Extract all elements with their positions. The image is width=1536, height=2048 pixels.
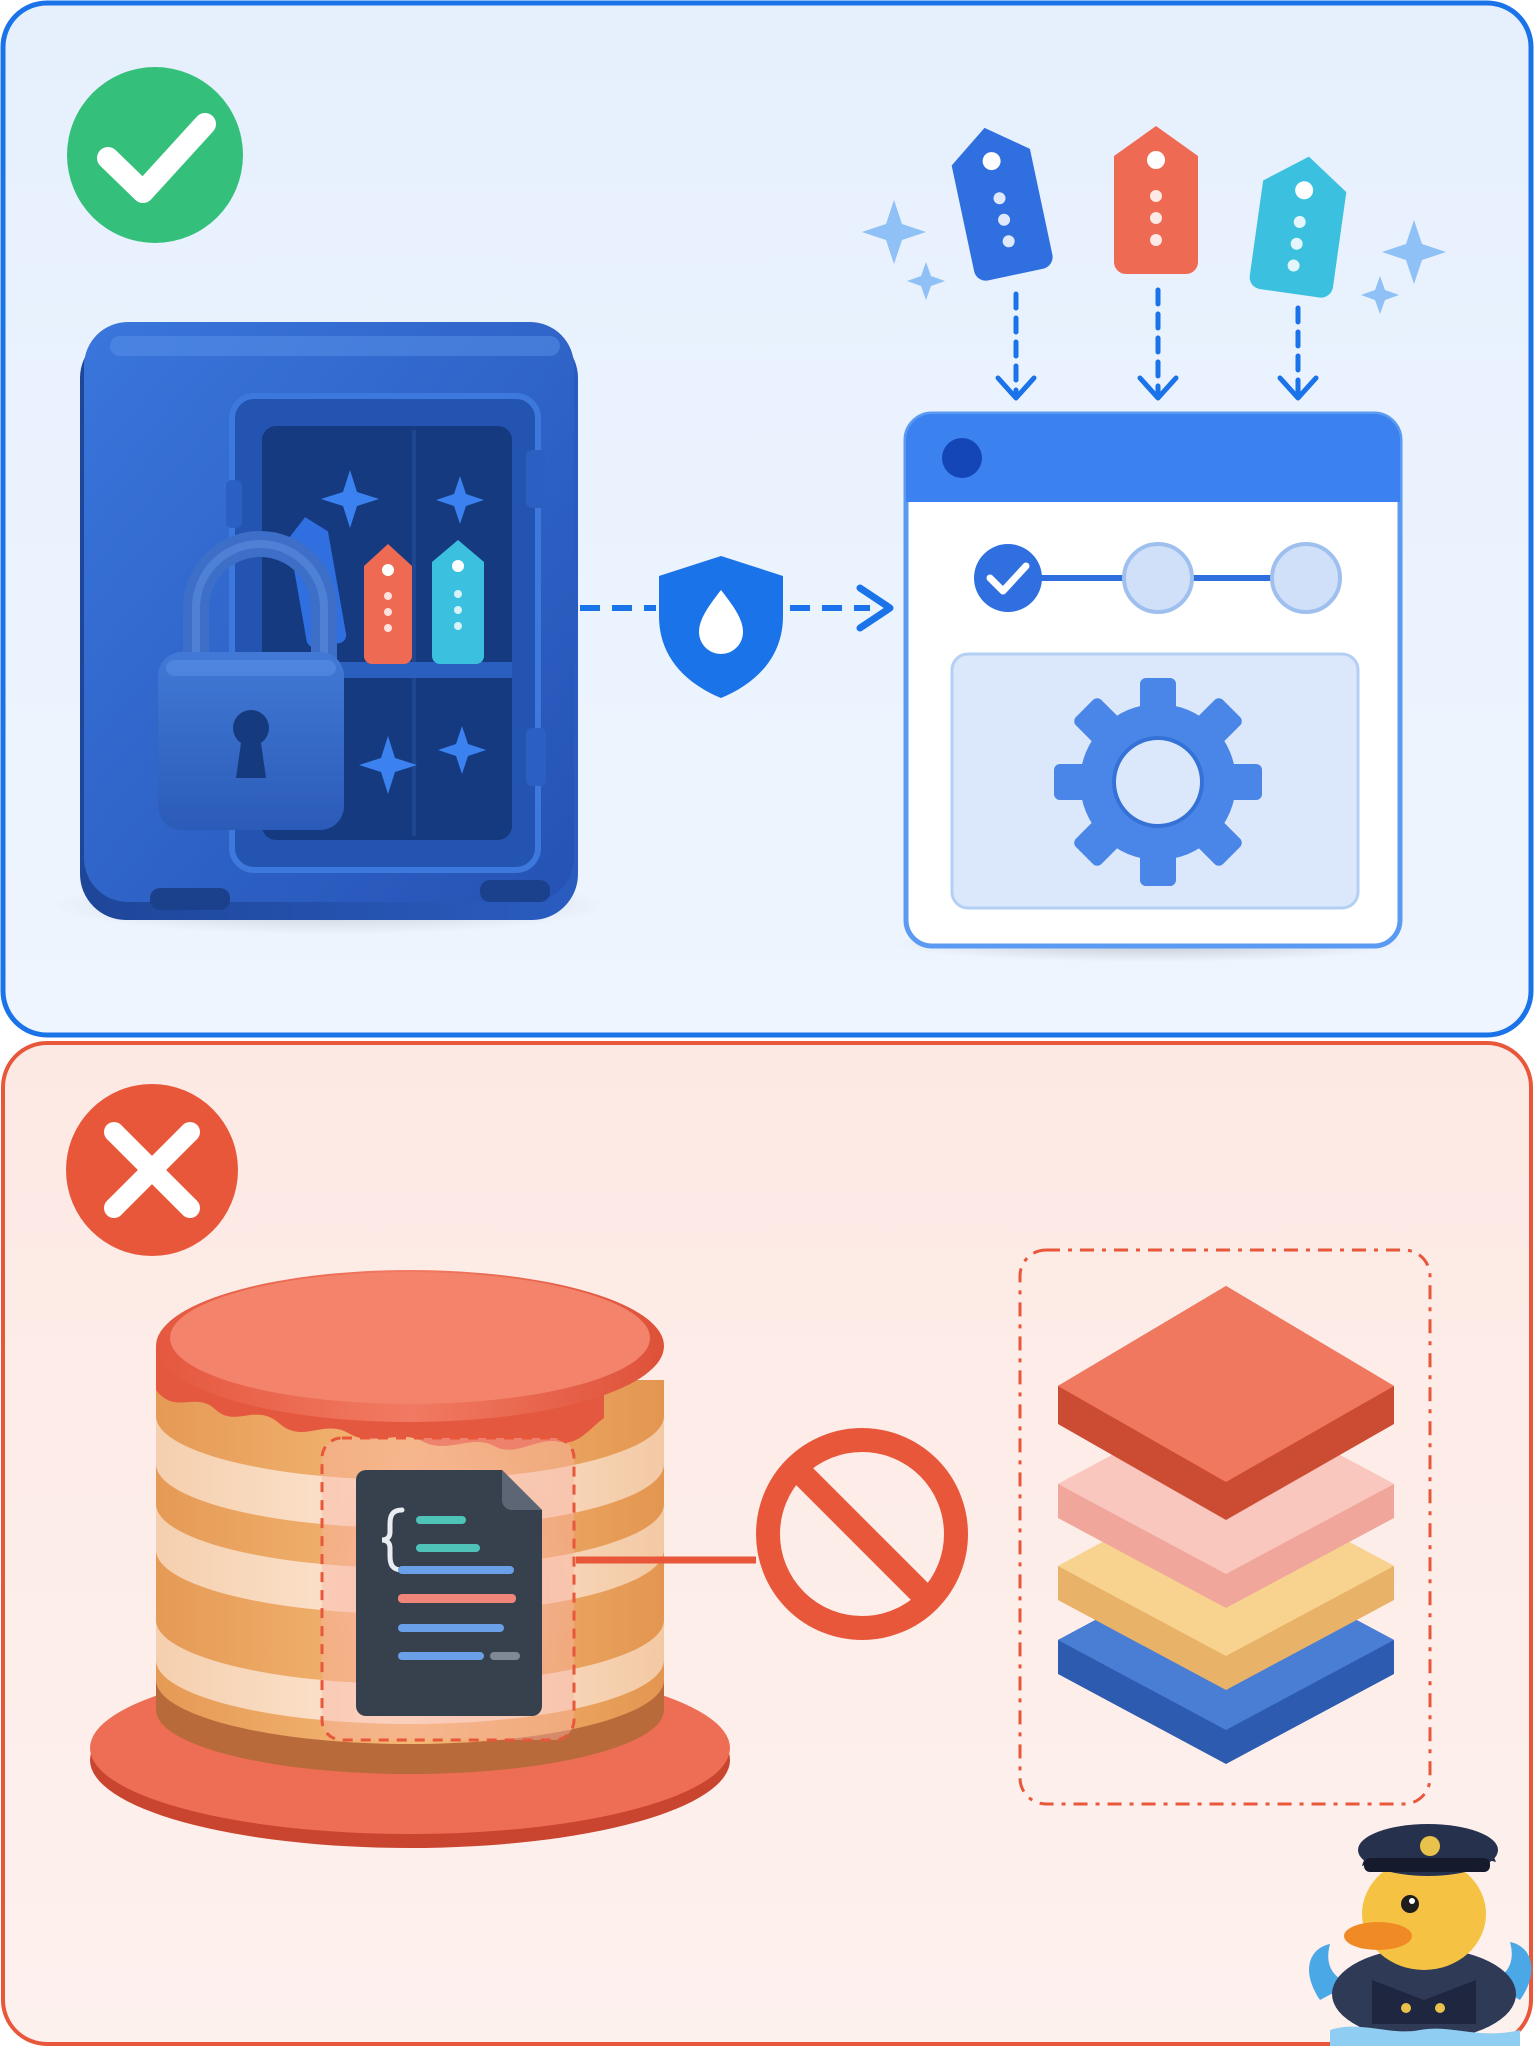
stepper-icon bbox=[974, 542, 1342, 614]
captain-duck-icon bbox=[1309, 1824, 1532, 2046]
x-mark-icon bbox=[66, 1084, 238, 1256]
shield-droplet-icon bbox=[659, 556, 783, 698]
checkmark-icon bbox=[67, 67, 243, 243]
gear-icon bbox=[1054, 678, 1262, 886]
padlock-icon bbox=[158, 531, 344, 830]
code-document-icon bbox=[320, 1436, 576, 1742]
correct-panel bbox=[0, 0, 1534, 1038]
incorrect-panel bbox=[1, 1041, 1533, 2046]
stacked-layers-icon bbox=[1018, 1248, 1432, 1806]
arrow-down-icon bbox=[995, 287, 1319, 401]
prohibited-icon bbox=[756, 1428, 968, 1640]
app-window-icon bbox=[890, 411, 1410, 962]
sparkle-icon bbox=[862, 200, 1446, 314]
arrow-right-icon bbox=[580, 584, 894, 632]
tag-icon bbox=[951, 126, 1347, 298]
sparkle-icon bbox=[321, 470, 486, 794]
